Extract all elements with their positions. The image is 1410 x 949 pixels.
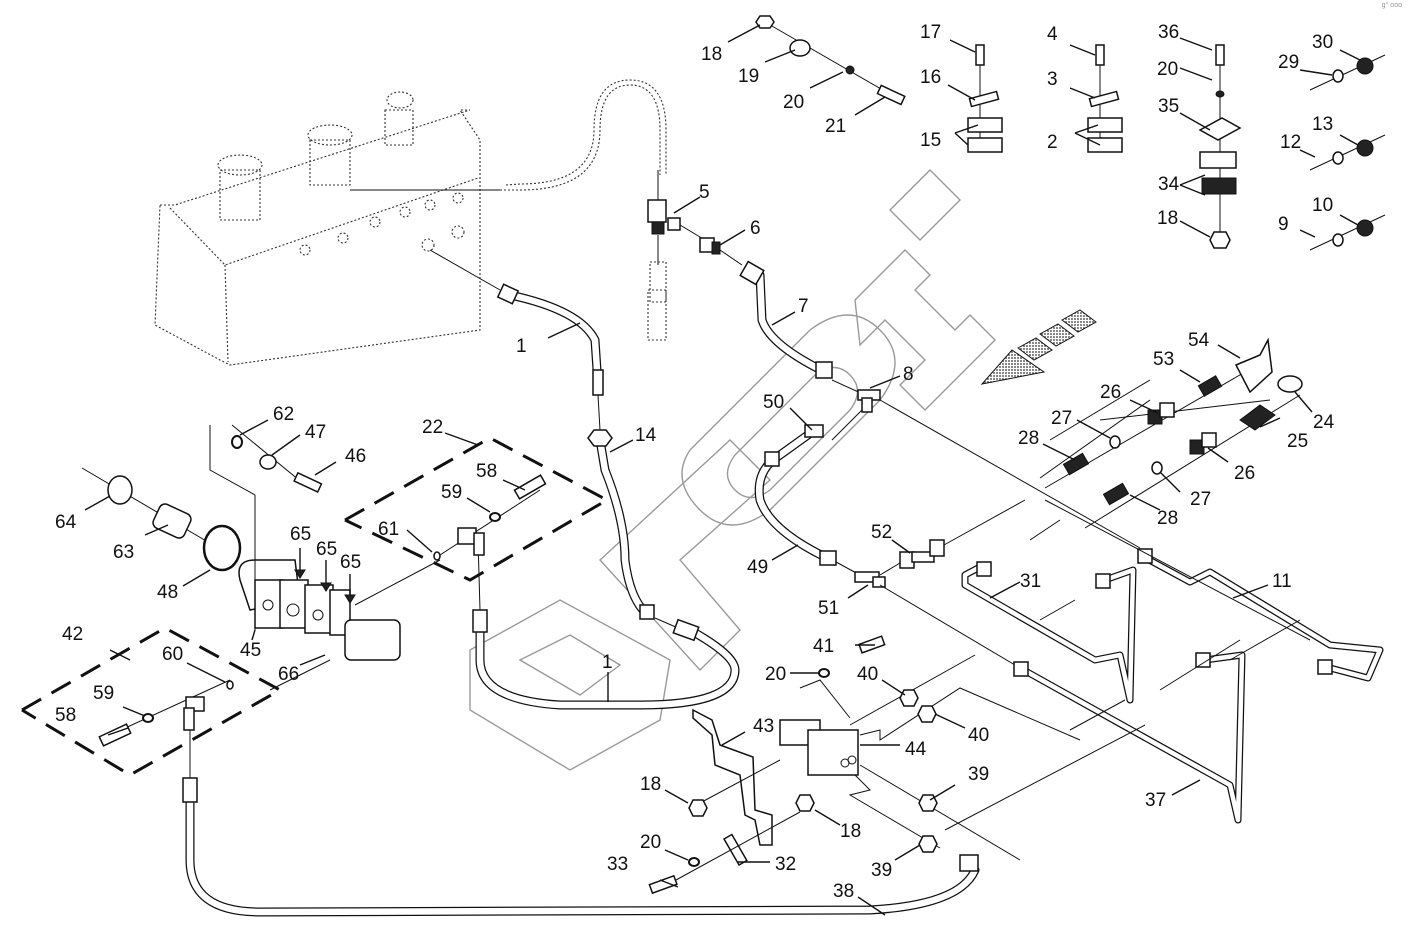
callout-35: 35 xyxy=(1158,96,1179,117)
callout-27: 27 xyxy=(1051,408,1072,429)
hoses-and-pipes xyxy=(182,170,1384,917)
callout-22: 22 xyxy=(422,417,443,438)
suction-flange-parts xyxy=(81,424,323,572)
callout-48: 48 xyxy=(157,582,178,603)
callout-46: 46 xyxy=(345,446,366,467)
callout-9: 9 xyxy=(1278,214,1289,235)
callout-54: 54 xyxy=(1188,330,1210,351)
callout-17: 17 xyxy=(920,22,941,43)
callout-65: 65 xyxy=(290,524,311,545)
hydraulic-pump xyxy=(209,425,441,691)
callout-43: 43 xyxy=(753,716,774,737)
callout-7: 7 xyxy=(798,296,809,317)
callout-12: 12 xyxy=(1280,132,1301,153)
callout-33: 33 xyxy=(607,854,628,875)
watermark xyxy=(469,169,996,771)
callout-19: 19 xyxy=(738,66,759,87)
subassembly-22 xyxy=(344,436,611,582)
callout-40: 40 xyxy=(968,725,989,746)
callout-18: 18 xyxy=(640,774,661,795)
hydraulic-tank xyxy=(154,79,667,366)
callout-18: 18 xyxy=(1157,208,1178,229)
callout-59: 59 xyxy=(93,683,114,704)
callout-20: 20 xyxy=(1157,59,1178,80)
callout-28: 28 xyxy=(1018,428,1039,449)
callout-25: 25 xyxy=(1287,431,1308,452)
quick-coupler-parts xyxy=(1044,337,1303,529)
callout-65: 65 xyxy=(340,552,361,573)
callout-45: 45 xyxy=(240,640,261,661)
valve-block xyxy=(648,635,1081,895)
callout-20: 20 xyxy=(765,664,786,685)
callout-34: 34 xyxy=(1158,174,1180,195)
callout-27: 27 xyxy=(1190,489,1211,510)
callout-39: 39 xyxy=(968,764,989,785)
callout-42: 42 xyxy=(62,624,83,645)
callout-6: 6 xyxy=(750,218,761,239)
callout-8: 8 xyxy=(903,364,914,385)
callout-13: 13 xyxy=(1312,114,1333,135)
callout-29: 29 xyxy=(1278,52,1299,73)
callout-63: 63 xyxy=(113,542,134,563)
callout-5: 5 xyxy=(699,182,710,203)
callout-1: 1 xyxy=(516,336,527,357)
callout-65: 65 xyxy=(316,539,337,560)
callout-47: 47 xyxy=(305,422,326,443)
callout-4: 4 xyxy=(1047,24,1058,45)
callout-30: 30 xyxy=(1312,32,1333,53)
callout-2: 2 xyxy=(1047,132,1058,153)
leader-lines xyxy=(84,24,1361,916)
callout-24: 24 xyxy=(1313,412,1335,433)
callout-51: 51 xyxy=(818,598,839,619)
callout-44: 44 xyxy=(905,739,927,760)
callout-15: 15 xyxy=(920,130,941,151)
callout-59: 59 xyxy=(441,482,462,503)
callout-18: 18 xyxy=(840,821,861,842)
callout-62: 62 xyxy=(273,404,294,425)
callout-1: 1 xyxy=(602,652,613,673)
diagram-code: g° ooo xyxy=(1381,2,1402,9)
callout-39: 39 xyxy=(871,860,892,881)
callout-52: 52 xyxy=(871,522,892,543)
callout-49: 49 xyxy=(747,557,768,578)
callout-64: 64 xyxy=(55,512,77,533)
callout-50: 50 xyxy=(763,392,784,413)
callout-18: 18 xyxy=(701,44,722,65)
callout-53: 53 xyxy=(1153,349,1174,370)
callout-26: 26 xyxy=(1234,463,1255,484)
callout-20: 20 xyxy=(783,92,804,113)
callout-37: 37 xyxy=(1145,790,1166,811)
callout-11: 11 xyxy=(1272,571,1292,592)
callout-32: 32 xyxy=(775,854,796,875)
callout-61: 61 xyxy=(378,519,399,540)
callout-38: 38 xyxy=(833,881,854,902)
callout-20: 20 xyxy=(640,832,661,853)
callout-60: 60 xyxy=(162,644,183,665)
callout-36: 36 xyxy=(1158,22,1179,43)
callout-58: 58 xyxy=(476,461,497,482)
callout-41: 41 xyxy=(813,636,834,657)
callout-16: 16 xyxy=(920,67,941,88)
callout-10: 10 xyxy=(1312,195,1333,216)
direction-arrow-icon xyxy=(980,309,1097,385)
callout-3: 3 xyxy=(1047,69,1058,90)
callout-66: 66 xyxy=(278,664,299,685)
callout-58: 58 xyxy=(55,705,76,726)
callout-40: 40 xyxy=(857,664,878,685)
callout-21: 21 xyxy=(825,116,846,137)
callout-labels: 1 1 2 3 4 5 6 7 8 9 10 11 12 13 14 15 16… xyxy=(55,22,1335,902)
callout-31: 31 xyxy=(1020,571,1041,592)
callout-28: 28 xyxy=(1157,508,1178,529)
clamp-kits xyxy=(755,15,1386,251)
callout-26: 26 xyxy=(1100,382,1121,403)
callout-14: 14 xyxy=(635,425,657,446)
